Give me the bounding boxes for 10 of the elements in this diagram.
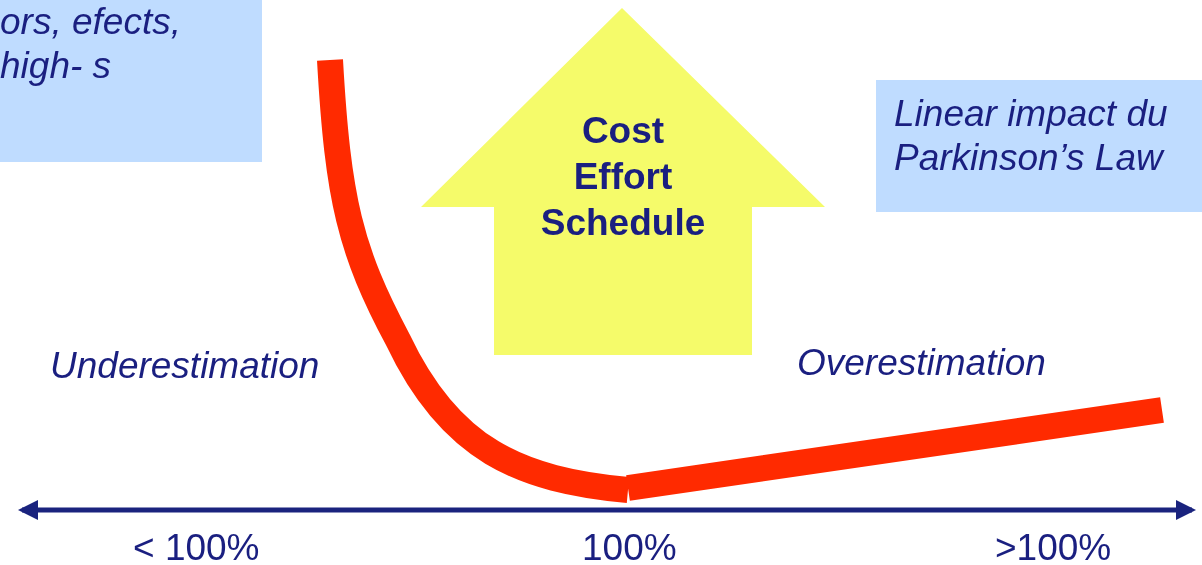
- note-box: [876, 80, 1202, 212]
- region-label: Underestimation: [50, 345, 320, 387]
- region-label: Overestimation: [797, 342, 1046, 384]
- arrow-label: Cost Effort Schedule: [539, 109, 707, 245]
- note-box: [0, 0, 262, 162]
- note-text: ors, efects, high- s: [0, 0, 182, 88]
- note-text: Linear impact du Parkinson’s Law: [894, 92, 1169, 180]
- axis-tick-label: < 100%: [133, 527, 260, 565]
- axis-tick-label: 100%: [582, 527, 677, 565]
- axis-tick-label: >100%: [995, 527, 1112, 565]
